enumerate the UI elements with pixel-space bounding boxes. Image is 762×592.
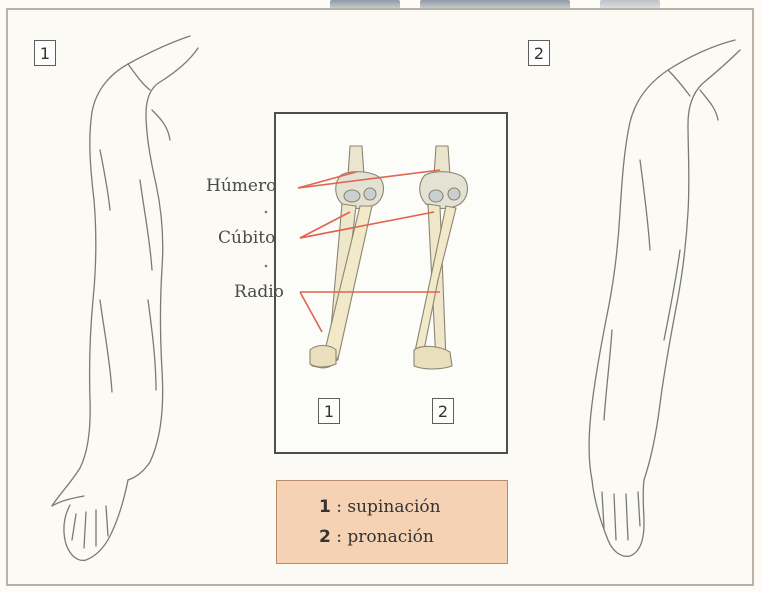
legend-item-pronation: 2 : pronación bbox=[319, 527, 434, 547]
legend-number: 2 bbox=[319, 527, 331, 547]
legend-text: : supinación bbox=[331, 497, 441, 517]
legend-number: 1 bbox=[319, 497, 331, 517]
legend-box: 1 : supinación 2 : pronación bbox=[276, 480, 508, 564]
bones-pronation bbox=[414, 146, 467, 369]
legend-item-supination: 1 : supinación bbox=[319, 497, 441, 517]
bones-number-2: 2 bbox=[432, 398, 454, 424]
label-humerus: Húmero bbox=[206, 178, 276, 195]
bones-number-1: 1 bbox=[318, 398, 340, 424]
label-radius: Radio bbox=[234, 284, 284, 301]
legend-text: : pronación bbox=[331, 527, 434, 547]
label-ulna: Cúbito bbox=[218, 230, 275, 247]
